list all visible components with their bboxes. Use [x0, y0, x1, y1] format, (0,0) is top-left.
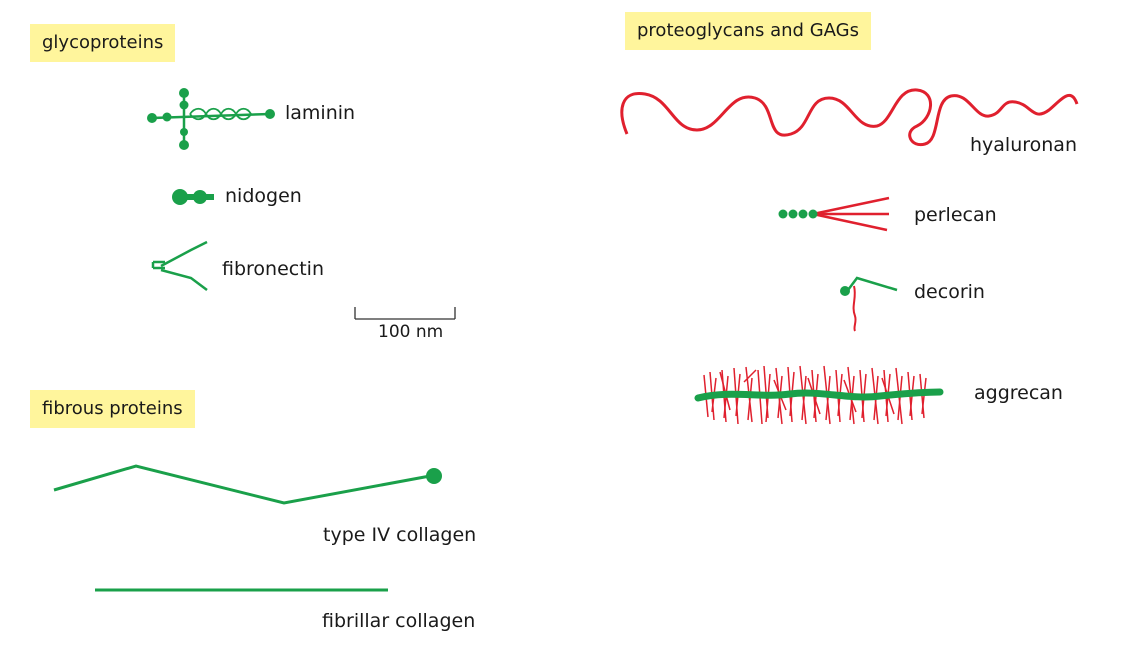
category-glycoproteins: glycoproteins — [30, 24, 176, 62]
hyaluronan-label: hyaluronan — [970, 134, 1077, 156]
laminin-label: laminin — [285, 102, 356, 124]
category-fibrous-proteins: fibrous proteins — [30, 390, 195, 428]
decorin-label: decorin — [914, 281, 985, 303]
nidogen-label: nidogen — [225, 185, 302, 207]
fibrillar-collagen-label: fibrillar collagen — [322, 610, 476, 632]
type-iv-collagen-shape — [53, 464, 442, 505]
fibronectin-label: fibronectin — [222, 258, 324, 280]
aggrecan-label: aggrecan — [974, 382, 1063, 404]
scale-bar-label: 100 nm — [378, 322, 444, 342]
nidogen-shape — [172, 189, 214, 205]
perlecan-shape — [778, 196, 890, 232]
fibrillar-collagen-shape — [95, 588, 388, 592]
hyaluronan-shape — [620, 88, 1079, 147]
fibronectin-shape — [151, 240, 208, 291]
scale-bar — [354, 307, 456, 320]
decorin-shape — [840, 276, 898, 332]
laminin-shape — [147, 88, 275, 150]
perlecan-label: perlecan — [914, 204, 997, 226]
aggrecan-shape — [694, 365, 944, 425]
type-iv-collagen-label: type IV collagen — [323, 524, 477, 546]
category-proteoglycans-gags: proteoglycans and GAGs — [625, 12, 871, 50]
